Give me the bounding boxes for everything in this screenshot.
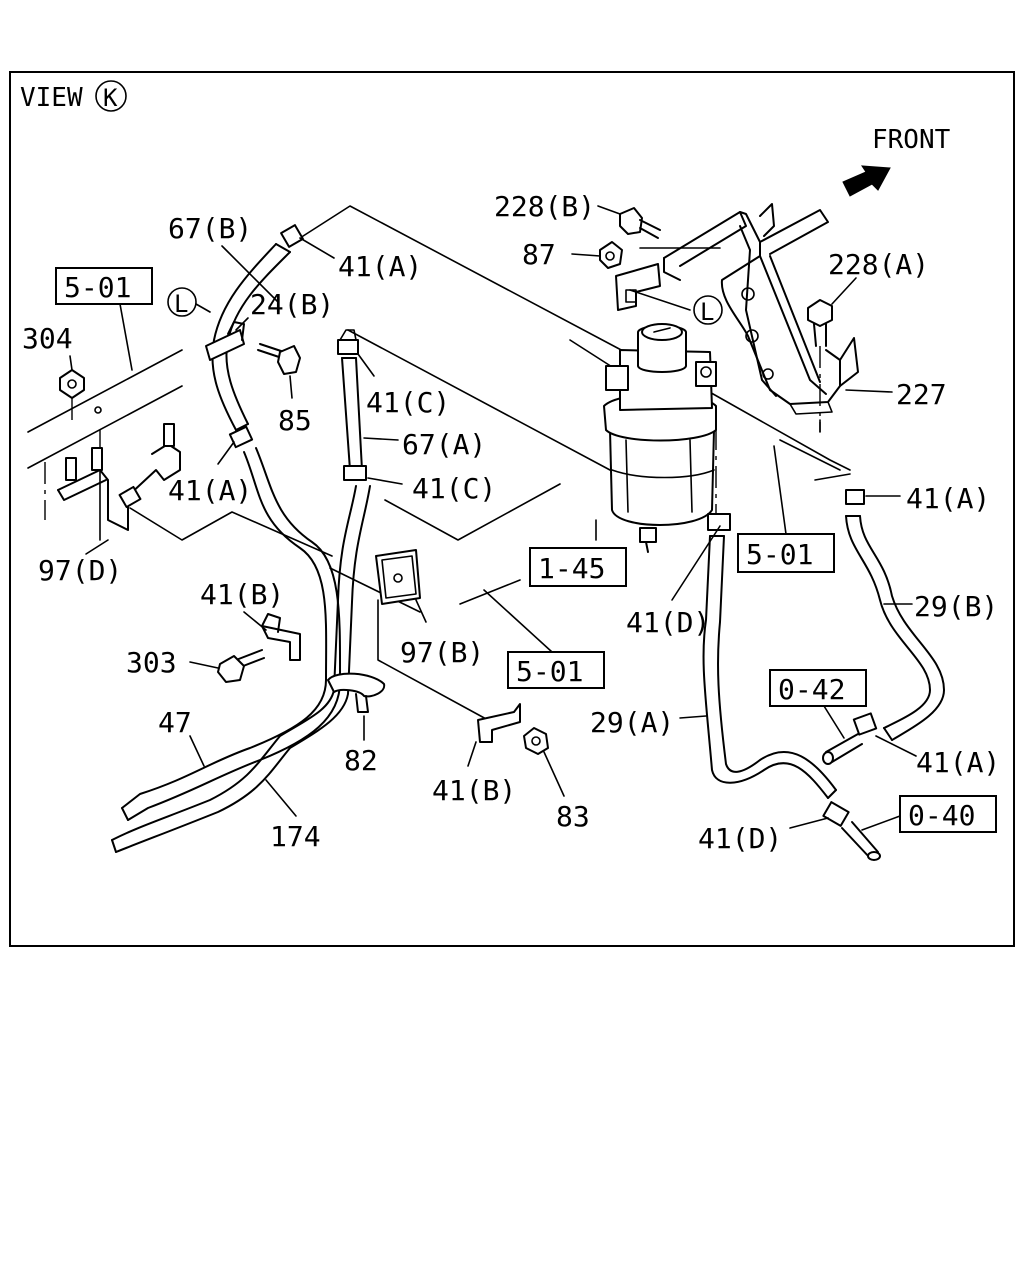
callout-41c-top: 41(C) [366,386,450,419]
hose-67a [341,357,363,471]
callout-303: 303 [126,646,177,679]
clamp-82 [327,672,386,713]
bracket-97d [57,423,181,541]
clamp-41a-lower-right [852,712,878,736]
callout-41d-bottom: 41(D) [698,822,782,855]
ref-boxes: 5-01 1-45 5-01 5-01 0-42 0-40 [55,267,997,833]
svg-text:L: L [700,298,714,326]
callout-67b: 67(B) [168,212,252,245]
callout-83: 83 [556,800,590,833]
callout-227: 227 [896,378,947,411]
leader-lines [69,205,917,831]
nut-87 [599,241,623,269]
hose-174 [111,485,371,853]
bracket-small-87 [615,263,661,311]
svg-text:0-40: 0-40 [908,799,975,832]
callout-41b-left: 41(B) [200,578,284,611]
connection-mark-l-right: L [693,295,723,326]
svg-text:5-01: 5-01 [516,655,583,688]
callout-174: 174 [270,820,321,853]
callout-29b: 29(B) [914,590,998,623]
connection-mark-l-left: L [167,287,197,318]
callout-labels: 67(B) 41(A) 24(B) 304 85 41(C) 67(A) 41(… [22,190,1000,855]
callout-87: 87 [522,238,556,271]
pipe-0-40 [841,821,881,861]
svg-text:L: L [174,290,188,318]
pipe-0-42 [822,733,863,765]
view-letter: K [103,84,118,112]
ref-box-5-01-right: 5-01 [737,533,835,573]
callout-85: 85 [278,404,312,437]
hose-29a [702,535,837,799]
callout-67a: 67(A) [402,428,486,461]
bracket-227 [663,203,859,415]
fuel-filter-1-45 [603,323,717,553]
callout-47: 47 [158,706,192,739]
callout-228a: 228(A) [828,248,929,281]
svg-text:5-01: 5-01 [64,271,131,304]
bolt-228b [619,207,661,239]
callout-41a-right: 41(A) [906,482,990,515]
plate-97b [375,549,421,605]
callout-41d-mid: 41(D) [626,606,710,639]
bolt-228a [807,299,833,432]
callout-41a-lower-right: 41(A) [916,746,1000,779]
clamp-41c-mid [343,465,367,481]
callout-41b-bottom: 41(B) [432,774,516,807]
bolt-303 [217,649,265,683]
ref-box-1-45: 1-45 [529,547,627,587]
bolt-85 [257,343,301,375]
clip-41b-bottom [477,703,521,743]
front-arrow [842,165,891,197]
callout-97b: 97(B) [400,636,484,669]
reference-lines [129,205,851,721]
callout-304: 304 [22,322,73,355]
diagram-frame [9,71,1015,947]
view-label: VIEW [20,83,83,113]
front-label: FRONT [872,125,951,155]
view-letter-circle [95,80,127,112]
svg-text:5-01: 5-01 [746,538,813,571]
svg-text:0-42: 0-42 [778,673,845,706]
ref-box-0-42: 0-42 [769,669,867,707]
clamp-41a-right [845,489,865,505]
callout-82: 82 [344,744,378,777]
clamp-41d-bottom [822,801,850,827]
clamp-41a-top [280,224,304,248]
clamp-41b-left [261,613,301,661]
callout-41a-top: 41(A) [338,250,422,283]
hose-29b [845,515,945,741]
clamp-41d-mid [707,513,731,531]
callout-228b: 228(B) [494,190,595,223]
nut-83 [523,727,549,755]
clip-24b [205,321,245,361]
frame-rail-left [27,349,183,520]
callout-24b: 24(B) [250,288,334,321]
callout-29a: 29(A) [590,706,674,739]
svg-text:1-45: 1-45 [538,552,605,585]
callout-97d: 97(D) [38,554,122,587]
ref-box-5-01-center: 5-01 [507,651,605,689]
ref-box-0-40: 0-40 [899,795,997,833]
ref-box-5-01-left: 5-01 [55,267,153,305]
callout-41a-left: 41(A) [168,474,252,507]
callout-41c-mid: 41(C) [412,472,496,505]
clamp-41c-top [337,329,359,355]
clamp-41a-left [228,425,254,449]
